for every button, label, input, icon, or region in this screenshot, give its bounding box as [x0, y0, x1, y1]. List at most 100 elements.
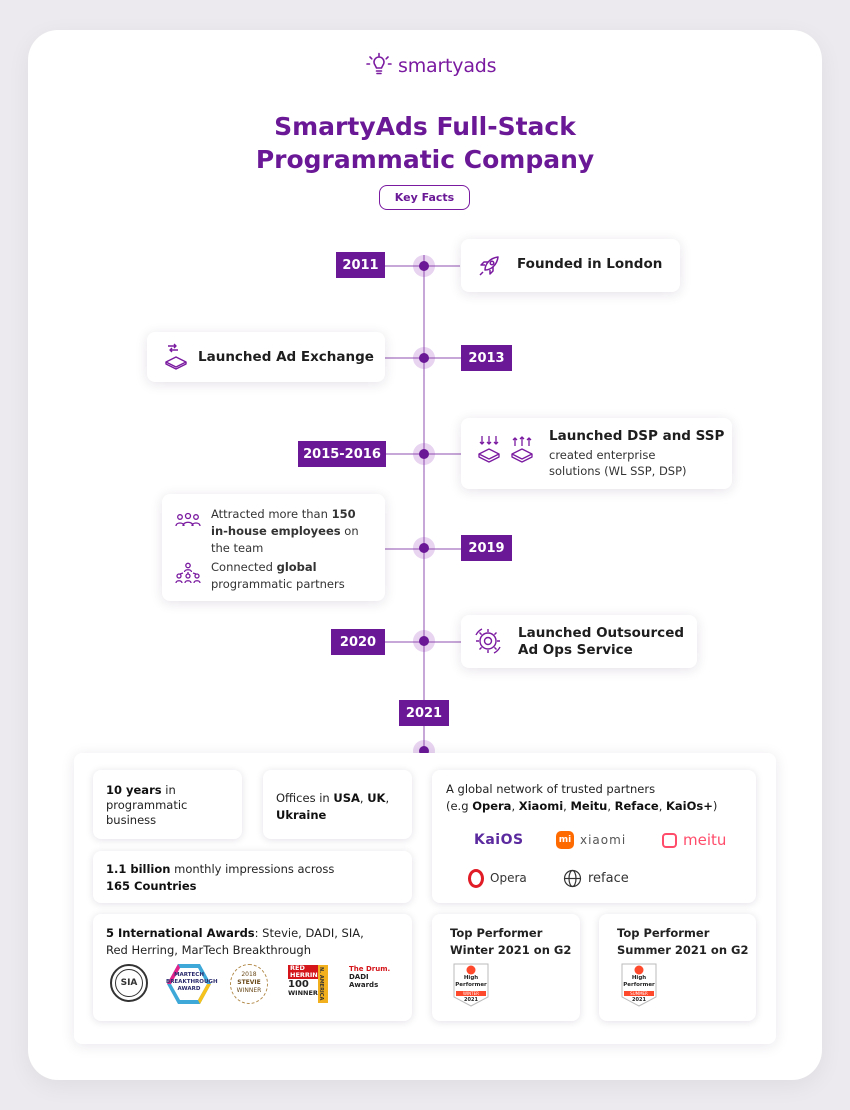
g2-shield-icon — [621, 963, 657, 1007]
employees-text-3: the team — [211, 541, 264, 555]
martech-badge-line-3: AWARD — [177, 986, 201, 992]
martech-badge-line-1: MARTECH — [174, 972, 204, 978]
offices-sep-1: , — [359, 791, 368, 805]
partners-sep-4: , — [658, 799, 667, 813]
rocket-icon — [479, 256, 499, 276]
dsp-ssp-icon — [478, 436, 533, 463]
page-title-line-2: Programmatic Company — [255, 145, 595, 174]
partners-pre: (e.g — [446, 799, 473, 813]
timeline-line — [423, 255, 425, 750]
timeline-node-2013 — [413, 347, 435, 369]
fact-partners-tile: A global network of trusted partners (e.… — [432, 770, 756, 903]
stevie-badge-line-1: 2018 — [241, 971, 257, 978]
g2-summer-badge-mid: Performer — [623, 981, 655, 988]
g2-summer-line-2: Summer 2021 on G2 — [617, 943, 749, 957]
red-herring-line-5: N. AMERICA — [318, 965, 328, 1003]
meitu-mark-icon — [662, 833, 677, 848]
team-icon — [175, 512, 201, 527]
year-label-2013: 2013 — [461, 345, 512, 371]
red-herring-award-badge: RED HERRING 100 WINNER N. AMERICA — [288, 965, 328, 1003]
reface-logo: reface — [563, 869, 629, 888]
opera-logo-text: Opera — [490, 871, 527, 885]
meitu-logo: meitu — [662, 833, 726, 848]
stevie-award-badge: 2018 STEVIE WINNER — [230, 964, 268, 1004]
fact-awards-tile: 5 International Awards: Stevie, DADI, SI… — [93, 914, 412, 1021]
year-label-2020: 2020 — [331, 629, 385, 655]
offices-text: Offices in — [276, 791, 334, 805]
red-herring-line-1: RED — [288, 965, 318, 972]
milestone-title-2013: Launched Ad Exchange — [198, 349, 374, 365]
timeline-node-2019 — [413, 537, 435, 559]
g2-winter-line-1: Top Performer — [450, 926, 543, 940]
meitu-logo-text: meitu — [683, 831, 727, 849]
xiaomi-mark-icon: mi — [556, 831, 574, 849]
employees-bold-1: 150 — [331, 507, 356, 521]
fact-offices-tile: Offices in USA, UK, Ukraine — [263, 770, 412, 839]
milestone-sub-2015-2016-line-1: created enterprise — [549, 448, 656, 462]
opera-mark-icon — [468, 869, 484, 888]
partners-text-1: Connected — [211, 560, 277, 574]
g2-summer-badge-top: High — [631, 975, 647, 981]
office-ukraine: Ukraine — [276, 808, 327, 822]
fact-years-tile: 10 years in programmatic business — [93, 770, 242, 839]
partners-post: ) — [712, 799, 718, 813]
countries-bold: 165 Countries — [106, 879, 197, 893]
sia-badge-text: SIA — [115, 969, 143, 997]
martech-hexagon-icon — [167, 964, 211, 1004]
g2-shield-icon — [453, 963, 489, 1007]
reface-logo-text: reface — [588, 871, 629, 886]
years-bold: 10 years — [106, 783, 162, 797]
red-herring-line-2: HERRING — [288, 971, 324, 979]
employees-text-2: on — [340, 524, 359, 538]
martech-badge-line-2: BREAKTHROUGH — [166, 979, 218, 985]
xiaomi-logo: mi xiaomi — [556, 831, 626, 849]
g2-winter-badge-top: High — [463, 975, 479, 981]
employees-bold-2: in-house employees — [211, 524, 341, 538]
partner-reface: Reface — [614, 799, 659, 813]
partners-line-1: A global network of trusted partners — [446, 782, 656, 796]
drum-badge-line-2: DADI — [349, 973, 369, 981]
xiaomi-logo-text: xiaomi — [580, 832, 627, 847]
milestone-card-2013: Launched Ad Exchange — [147, 332, 385, 382]
g2-summer-line-1: Top Performer — [617, 926, 710, 940]
fact-g2-winter-tile: Top Performer Winter 2021 on G2 High Per… — [432, 914, 580, 1021]
partners-text-2: programmatic partners — [211, 577, 345, 591]
fact-impressions-tile: 1.1 billion monthly impressions across 1… — [93, 851, 412, 903]
g2-winter-badge-mid: Performer — [455, 981, 487, 988]
sia-award-badge: SIA — [110, 964, 148, 1002]
milestone-title-2015-2016: Launched DSP and SSP — [549, 428, 725, 444]
smartyads-logo: smartyads — [366, 50, 497, 82]
partners-sep-2: , — [563, 799, 571, 813]
opera-logo: Opera — [468, 869, 527, 888]
exchange-icon — [165, 343, 187, 370]
impressions-bold: 1.1 billion — [106, 862, 171, 876]
years-text-1: in — [161, 783, 176, 797]
fact-g2-summer-tile: Top Performer Summer 2021 on G2 High Per… — [599, 914, 756, 1021]
martech-award-badge: MARTECH BREAKTHROUGH AWARD — [166, 963, 218, 1005]
year-label-2011: 2011 — [336, 252, 385, 278]
milestone-title-2020-line-2: Ad Ops Service — [518, 642, 633, 658]
milestone-card-2020: Launched Outsourced Ad Ops Service — [461, 615, 697, 668]
partners-sep-3: , — [607, 799, 615, 813]
milestone-title-2011: Founded in London — [517, 256, 663, 272]
awards-text-1: : Stevie, DADI, SIA, — [254, 926, 364, 940]
year-label-2019: 2019 — [461, 535, 512, 561]
stevie-badge-line-2: STEVIE — [237, 979, 261, 986]
partner-kaios: KaiOs+ — [666, 799, 713, 813]
awards-bold: 5 International Awards — [106, 926, 255, 940]
partner-xiaomi: Xiaomi — [518, 799, 564, 813]
impressions-text: monthly impressions across — [170, 862, 335, 876]
network-people-icon — [175, 562, 201, 584]
g2-winter-line-2: Winter 2021 on G2 — [450, 943, 572, 957]
key-facts-pill: Key Facts — [379, 185, 470, 210]
milestone-card-2011: Founded in London — [461, 239, 680, 292]
drum-badge-line-1: The Drum. — [349, 965, 391, 973]
drum-dadi-award-badge: The Drum. DADI Awards — [349, 965, 399, 1003]
lightbulb-icon — [366, 52, 392, 75]
partner-opera: Opera — [472, 799, 512, 813]
partners-bold-1: global — [276, 560, 317, 574]
g2-summer-badge: High Performer SUMMER 2021 — [620, 963, 658, 1007]
g2-summer-badge-year: 2021 — [632, 997, 646, 1003]
year-label-2015-2016: 2015-2016 — [298, 441, 386, 467]
office-usa: USA — [333, 791, 360, 805]
